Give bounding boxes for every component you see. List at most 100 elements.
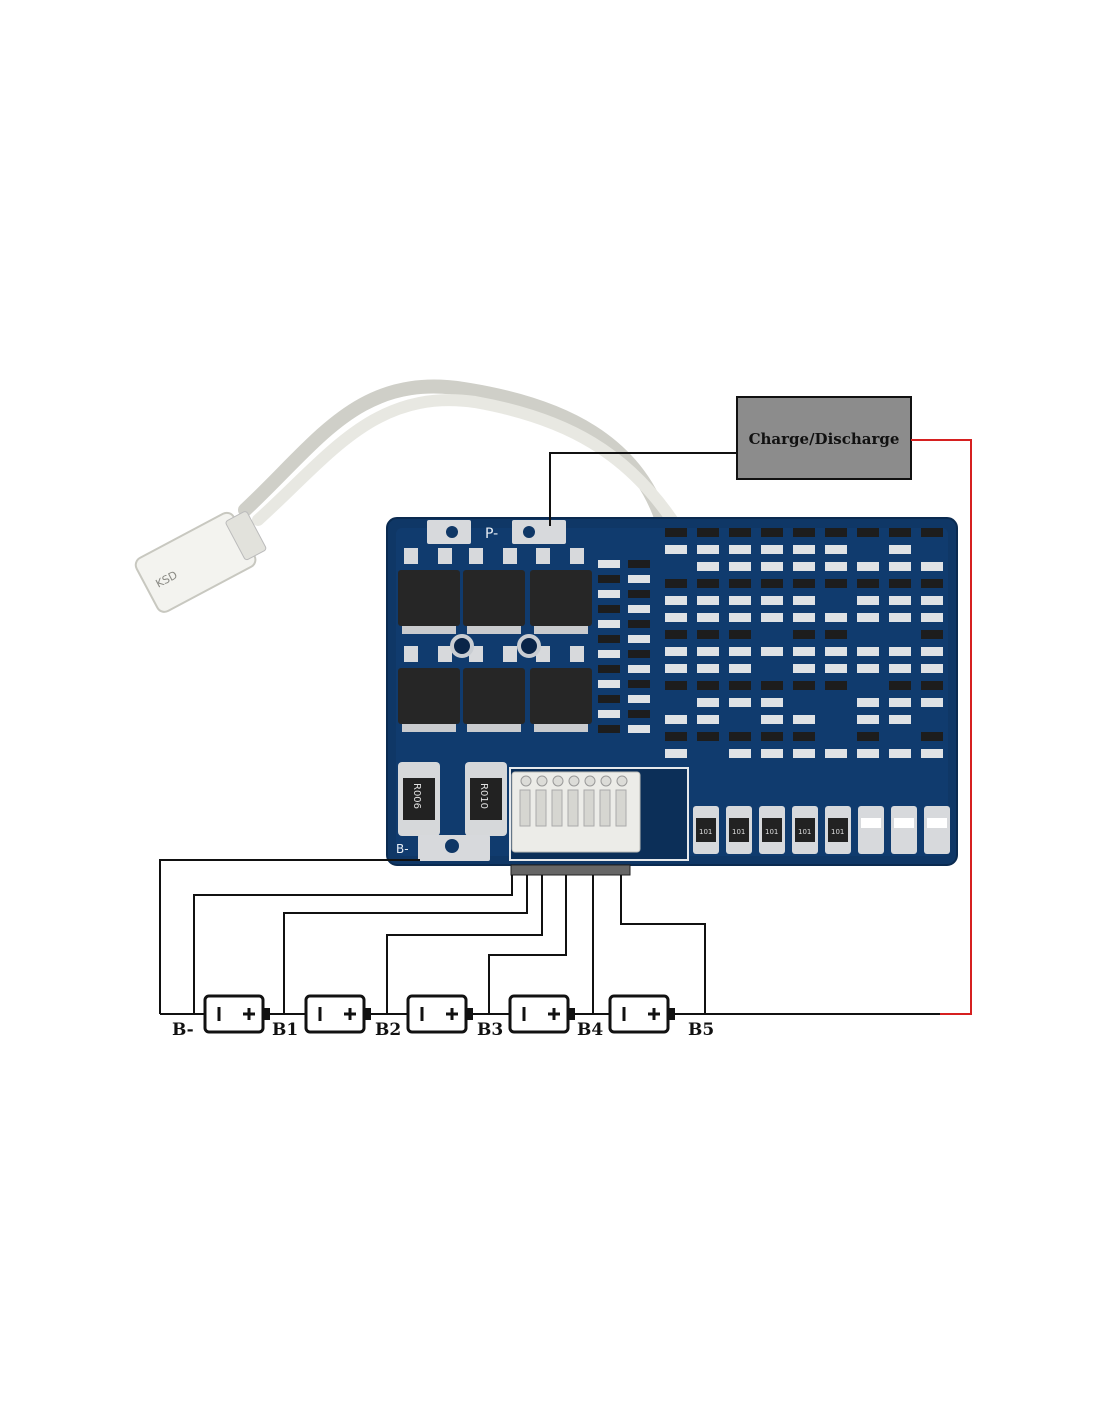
smd-part [793,681,815,690]
label-b3: B3 [477,1020,503,1040]
smd-part [697,596,719,605]
smd-part [921,698,943,707]
smd-part [729,596,751,605]
smd-part [889,681,911,690]
smd-part [697,732,719,741]
smd-part [793,749,815,758]
battery-cell [408,996,473,1032]
smd-part [825,647,847,656]
smd-part [921,664,943,673]
balance-resistor: 101 [693,806,719,854]
smd-part [761,715,783,724]
smd-part [697,664,719,673]
smd-part [921,579,943,588]
label-b2: B2 [375,1020,401,1040]
smd-part [697,630,719,639]
smd-part [793,545,815,554]
smd-part [729,681,751,690]
resistor-left-label: R006 [411,783,422,809]
smd-part [761,681,783,690]
smd-part [598,605,620,613]
smd-part [665,528,687,537]
smd-part [628,605,650,613]
smd-part [697,613,719,622]
smd-part [889,579,911,588]
smd-part [628,620,650,628]
smd-part [761,579,783,588]
smd-part [761,596,783,605]
smd-part [729,562,751,571]
smd-part [628,710,650,718]
smd-part [921,647,943,656]
label-b5: B5 [688,1020,714,1040]
smd-part [761,698,783,707]
balance-connector [510,768,688,860]
battery-cell [510,996,575,1032]
smd-part [697,545,719,554]
smd-part [697,579,719,588]
smd-part [628,590,650,598]
smd-part [665,545,687,554]
smd-part [729,579,751,588]
smd-part [921,681,943,690]
smd-part [857,562,879,571]
smd-part [598,695,620,703]
smd-part [665,749,687,758]
smd-part [889,664,911,673]
smd-part [921,732,943,741]
smd-part [598,635,620,643]
smd-part [857,613,879,622]
smd-part [921,562,943,571]
smd-part [628,665,650,673]
smd-part [889,749,911,758]
shunt-resistor-right: R010 [465,762,507,836]
smd-part [598,590,620,598]
smd-part [665,613,687,622]
balance-resistor-label: 101 [765,828,778,836]
smd-part [825,579,847,588]
smd-part [889,562,911,571]
smd-part [729,528,751,537]
smd-part [665,630,687,639]
smd-part [598,650,620,658]
balance-resistor: 101 [825,806,851,854]
smd-part [825,749,847,758]
smd-part [793,664,815,673]
smd-part [857,664,879,673]
smd-part [729,647,751,656]
balance-resistor-label: 101 [798,828,811,836]
smd-part [793,715,815,724]
b-minus-board-label: B- [396,842,409,856]
smd-part [697,698,719,707]
smd-part [598,725,620,733]
smd-part [921,630,943,639]
smd-part [697,681,719,690]
balance-resistor-label: 101 [732,828,745,836]
charge-discharge-label: Charge/Discharge [749,430,900,448]
smd-part [598,710,620,718]
smd-part [628,680,650,688]
smd-part [857,732,879,741]
smd-part [825,681,847,690]
balance-resistor: 101 [759,806,785,854]
smd-part [825,664,847,673]
smd-part [729,613,751,622]
battery-cell [205,996,270,1032]
smd-part [697,528,719,537]
shunt-resistor-left: R006 [398,762,440,836]
smd-part [665,715,687,724]
smd-part [697,562,719,571]
smd-part [857,596,879,605]
smd-part [825,562,847,571]
smd-part [697,715,719,724]
smd-part [921,749,943,758]
smd-part [665,596,687,605]
smd-part [761,732,783,741]
smd-part [628,635,650,643]
smd-part [793,630,815,639]
smd-part [729,732,751,741]
smd-part [761,749,783,758]
smd-part [598,665,620,673]
balance-resistor-label: 101 [699,828,712,836]
